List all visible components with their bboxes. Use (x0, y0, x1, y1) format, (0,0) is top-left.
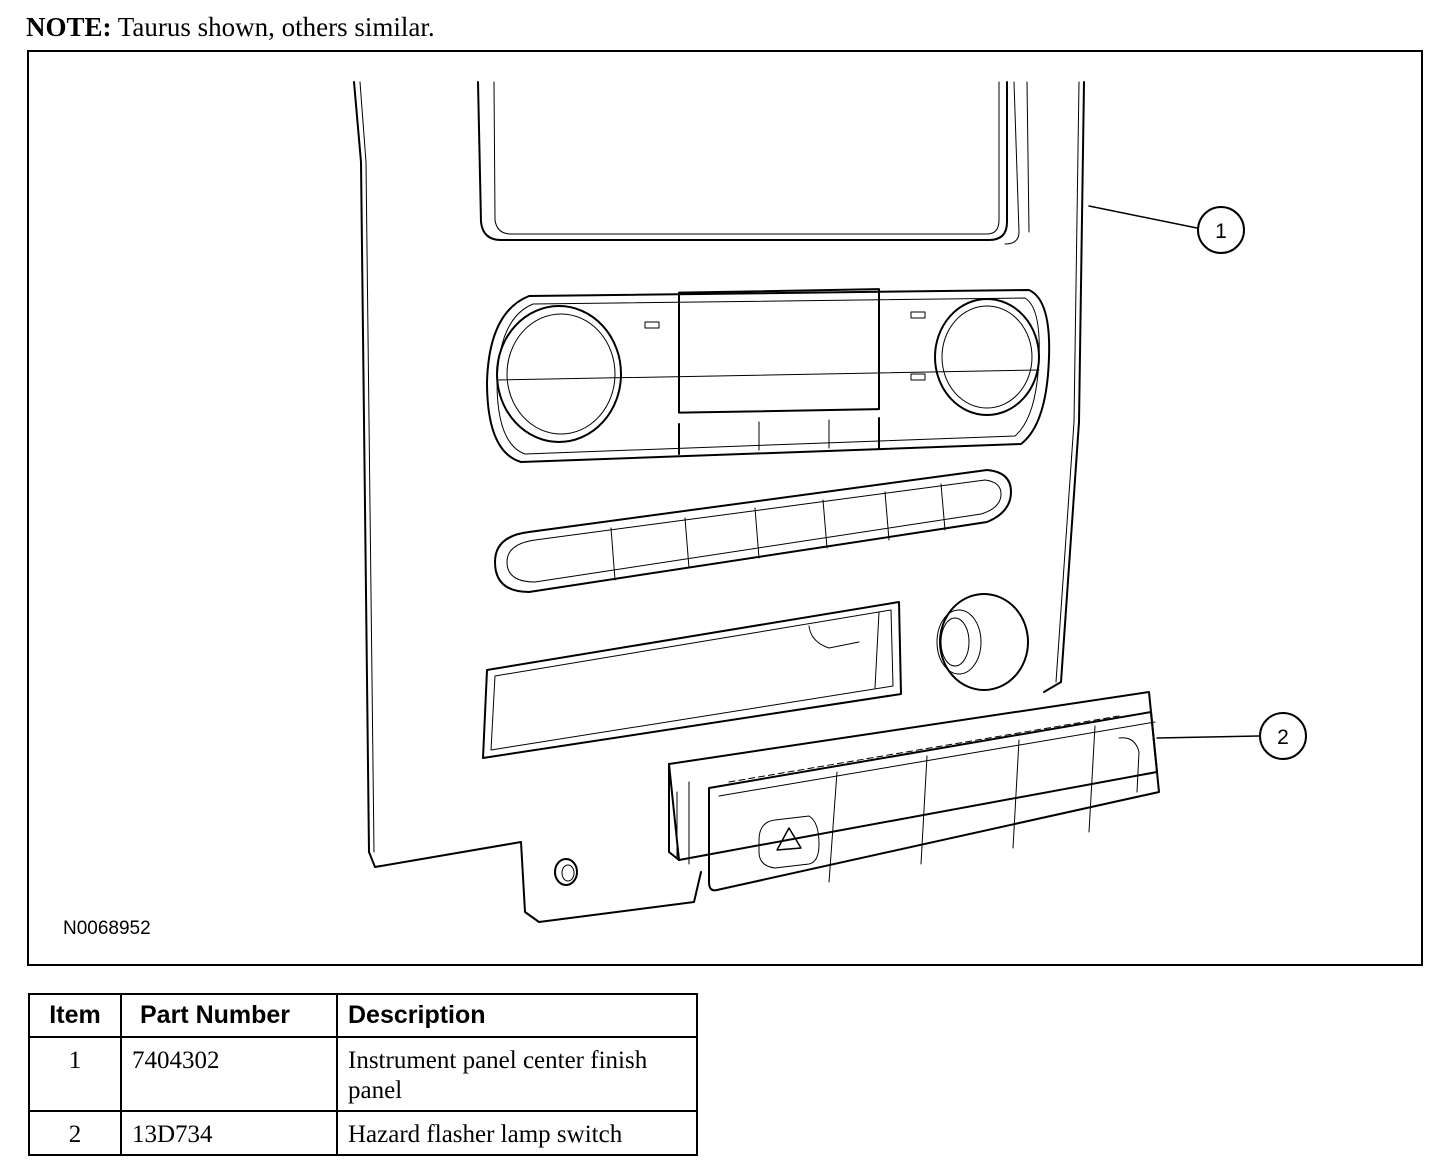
note-text: Taurus shown, others similar. (117, 12, 435, 42)
mount-hole (554, 858, 578, 886)
row-item: 1 (28, 1036, 122, 1112)
right-knob (934, 298, 1040, 416)
left-knob (496, 305, 622, 443)
climate-control-module (486, 288, 1051, 463)
row-part-number: 13D734 (120, 1110, 338, 1156)
table-row: 2 13D734 Hazard flasher lamp switch (28, 1110, 698, 1156)
figure-id: N0068952 (63, 918, 151, 939)
power-point (936, 593, 1029, 691)
callout-2-number: 2 (1277, 726, 1289, 749)
header-item: Item (28, 993, 122, 1038)
table-row: 1 7404302 Instrument panel center finish… (28, 1036, 698, 1112)
hazard-triangle-icon (776, 827, 802, 851)
panel-illustration: 1 2 (353, 81, 1307, 923)
table-header-row: Item Part Number Description (28, 993, 698, 1038)
climate-display (678, 288, 880, 414)
callout-2-circle (1259, 712, 1307, 760)
finish-panel-outline-inner (359, 81, 375, 853)
row-part-number: 7404302 (120, 1036, 338, 1112)
row-description: Instrument panel center finish panel (336, 1036, 698, 1112)
note: NOTE: Taurus shown, others similar. (26, 12, 435, 43)
note-label: NOTE: (26, 12, 112, 42)
leader-line-2 (1156, 735, 1260, 739)
row-item: 2 (28, 1110, 122, 1156)
callout-1-circle (1197, 206, 1245, 254)
preset-button-strip (494, 469, 1012, 593)
hazard-switch-assembly (668, 691, 1160, 892)
leader-line-1 (1088, 205, 1198, 229)
callout-1-number: 1 (1215, 220, 1227, 243)
header-description: Description (336, 993, 698, 1038)
finish-panel-right-edge (1043, 81, 1085, 693)
display-opening (477, 81, 1008, 241)
row-description: Hazard flasher lamp switch (336, 1110, 698, 1156)
finish-panel-right-edge-inner (1055, 81, 1080, 683)
header-part-number: Part Number (120, 993, 338, 1038)
lower-opening (482, 601, 902, 759)
diagram-figure: 1 2 N0068952 (27, 50, 1423, 966)
parts-table: Item Part Number Description 1 7404302 I… (28, 993, 698, 1156)
finish-panel-outline (353, 81, 702, 923)
